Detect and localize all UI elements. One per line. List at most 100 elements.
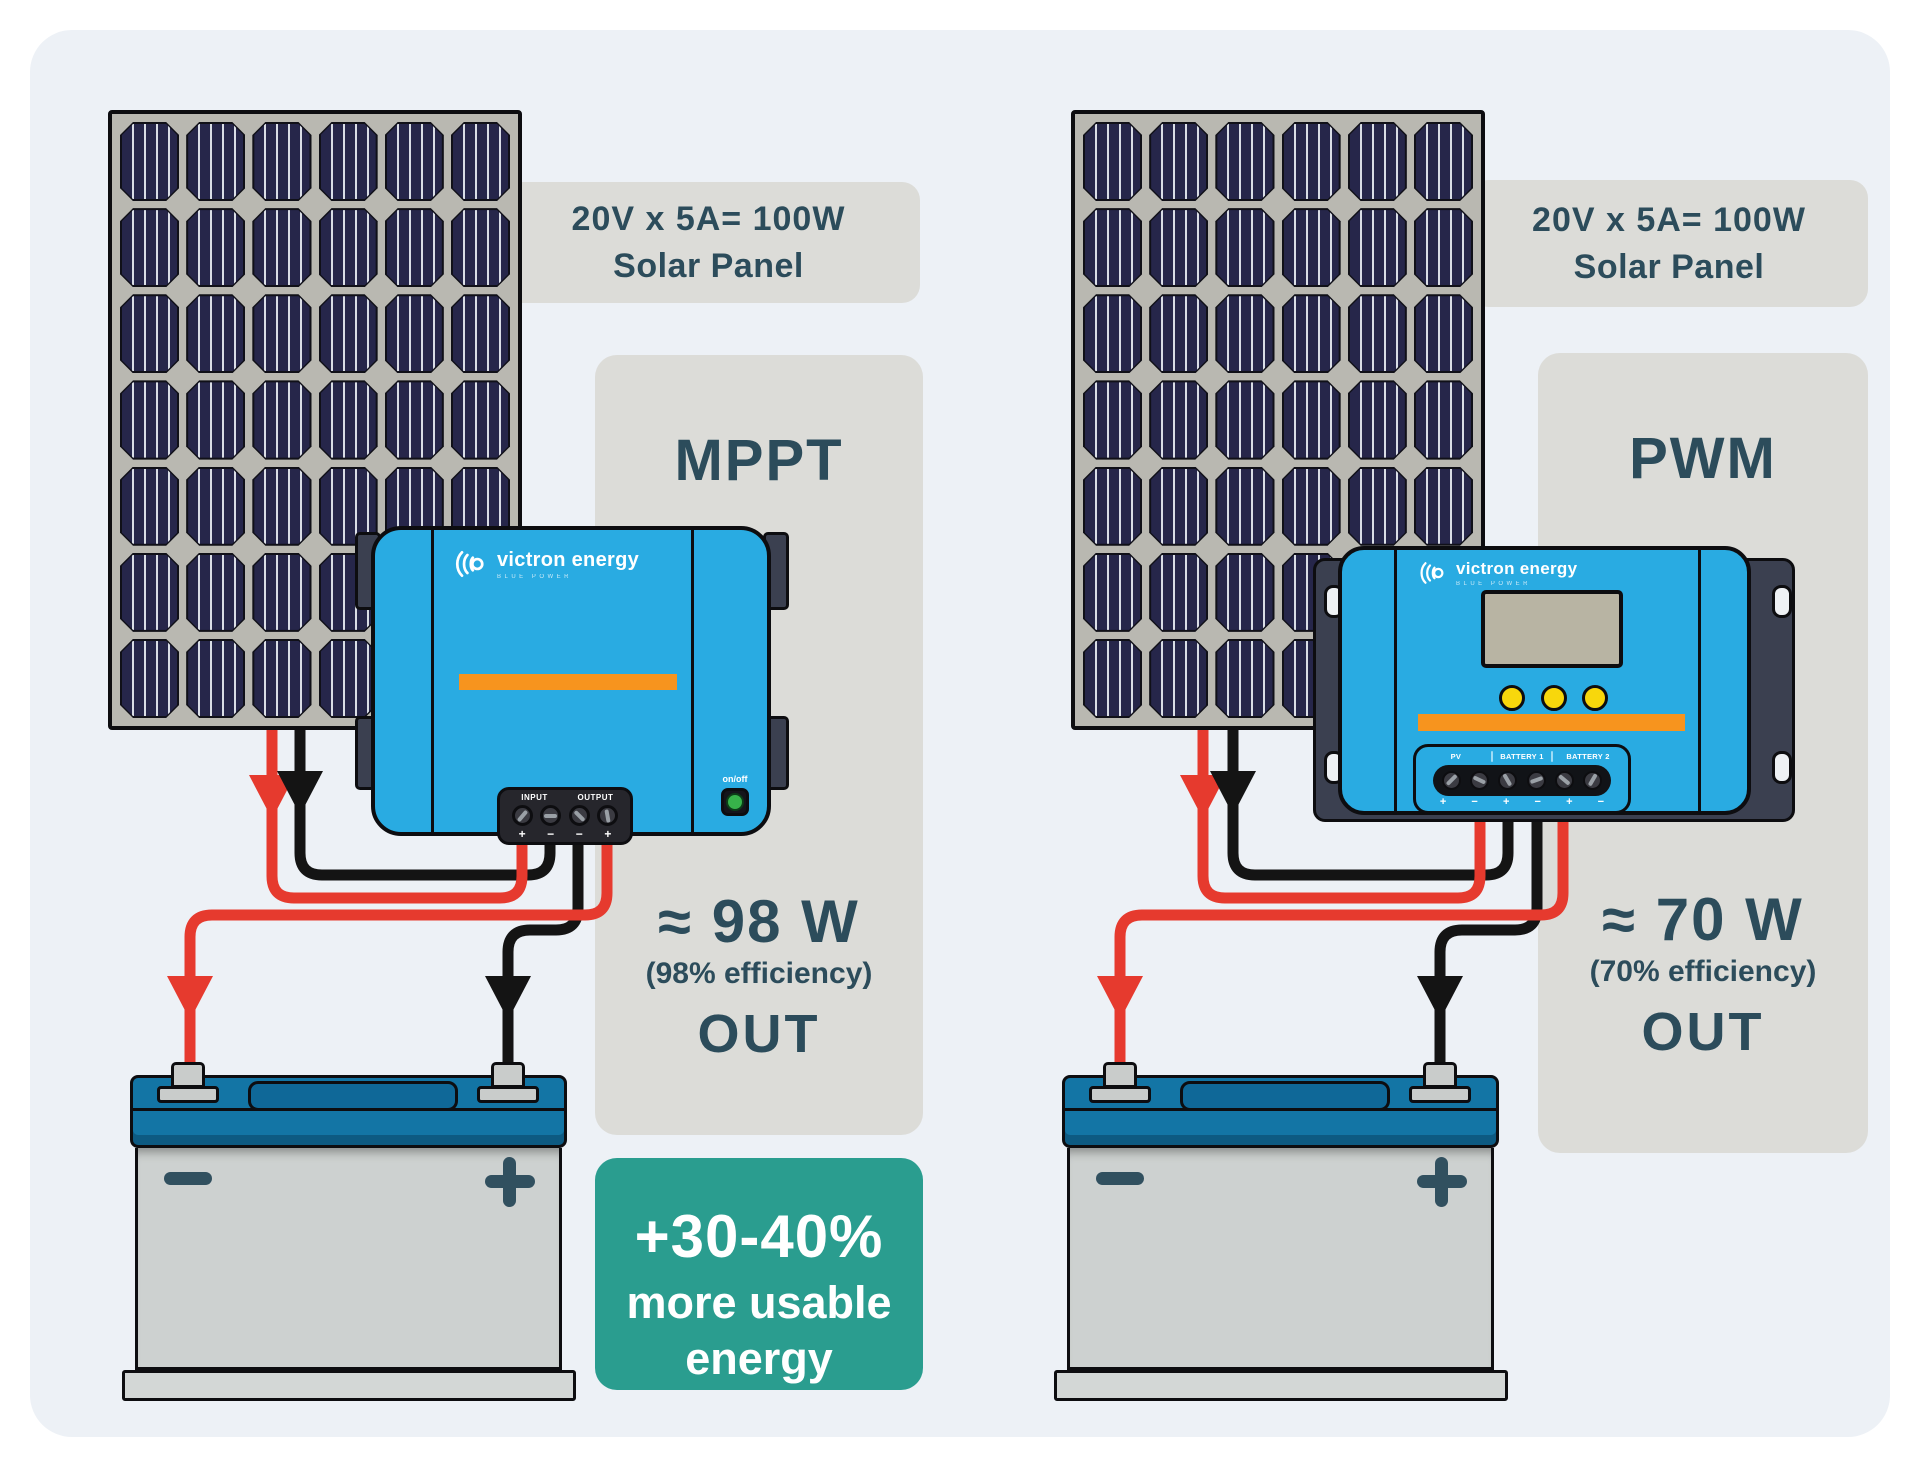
solar-cell [1083,380,1142,459]
solar-cell [1414,208,1473,287]
solar-cell [385,380,444,459]
solar-cell [1414,380,1473,459]
solar-cell [1083,122,1142,201]
terminal-screw[interactable] [597,805,619,826]
battery-handle [248,1081,458,1111]
solar-cell [451,380,510,459]
battery-body [135,1148,562,1370]
solar-cell [1414,122,1473,201]
battery-handle [1180,1081,1390,1111]
battery-base [1054,1370,1508,1401]
solar-cell [252,294,311,373]
divider [1551,751,1554,762]
solar-panel-label-right: 20V x 5A= 100W Solar Panel [1470,180,1868,307]
solar-cell [186,467,245,546]
terminal-group-label: INPUT [521,793,548,802]
brand-name: victron energy [1456,559,1578,578]
solar-cell [1149,639,1208,718]
benefit-line3: energy [685,1333,833,1384]
battery-terminal-post [1409,1062,1471,1103]
solar-cell [120,467,179,546]
solar-cell [1083,467,1142,546]
diagram-canvas: 20V x 5A= 100W Solar Panel MPPT ≈ 98 W (… [30,30,1890,1437]
solar-cell [1414,467,1473,546]
terminal-sign: − [1597,796,1605,808]
terminal-group-label: OUTPUT [577,793,614,802]
wire-negative-battery-left [502,834,584,1072]
solar-cell [451,208,510,287]
terminal-screw[interactable] [1526,770,1546,790]
efficiency-text: (70% efficiency) [1589,955,1817,988]
output-power-text: ≈ 70 W [1602,886,1804,953]
brand-name: victron energy [497,548,640,571]
plus-sign-icon [1417,1157,1467,1207]
terminal-group-label: BATTERY 1 [1500,752,1544,761]
solar-cell [252,122,311,201]
terminal-screw[interactable] [511,805,533,826]
solar-cell [252,553,311,632]
solar-cell [451,122,510,201]
power-button[interactable] [721,788,749,816]
victron-swirl-icon [1420,562,1444,584]
terminal-sign: + [1566,796,1573,808]
controller-type-title: PWM [1629,426,1777,491]
flow-arrow-icon [167,976,213,1020]
solar-cell [1282,467,1341,546]
terminal-screw[interactable] [1442,770,1462,790]
terminal-screw[interactable] [1554,770,1574,790]
flow-arrow-icon [1180,775,1226,819]
victron-logo: victron energy blue power [1418,558,1577,588]
solar-cell [1348,467,1407,546]
control-button[interactable] [1582,685,1608,711]
solar-cell [1149,122,1208,201]
terminal-screw[interactable] [1470,770,1490,790]
screw-hole [1772,585,1792,618]
solar-cell [1215,122,1274,201]
wire-positive-battery-left [184,834,613,1072]
solar-cell [385,208,444,287]
solar-cell [1348,122,1407,201]
solar-cell [1348,208,1407,287]
solar-cell [186,553,245,632]
terminal-block: INPUT OUTPUT + − − + [497,787,633,845]
flow-arrow-icon [1097,976,1143,1020]
efficiency-text: (98% efficiency) [645,957,873,990]
terminal-screw[interactable] [1498,770,1518,790]
solar-cell [1215,380,1274,459]
wire-positive-battery-right [1114,814,1569,1072]
solar-cell [186,122,245,201]
solar-cell [1348,294,1407,373]
solar-cell [120,208,179,287]
control-button[interactable] [1499,685,1525,711]
battery-terminal-post [1089,1062,1151,1103]
panel-spec-text: 20V x 5A= 100W [571,199,846,238]
solar-cell [1083,208,1142,287]
controller-type-title: MPPT [674,428,844,493]
solar-cell [252,208,311,287]
terminal-strip [1433,764,1611,796]
case-seam [691,530,694,832]
plus-sign-icon [485,1157,535,1207]
output-power-text: ≈ 98 W [658,888,860,955]
victron-swirl-icon [455,550,484,578]
solar-cell [1215,208,1274,287]
solar-cell [1215,294,1274,373]
out-label: OUT [1641,1002,1765,1062]
panel-spec-text: 20V x 5A= 100W [1532,200,1806,239]
terminal-screw[interactable] [1582,770,1602,790]
terminal-screw[interactable] [568,805,590,826]
flow-arrow-icon [1210,771,1256,815]
flow-arrow-icon [485,976,531,1020]
terminal-sign: − [575,827,583,841]
solar-cell [1215,553,1274,632]
solar-cell [186,380,245,459]
solar-cell [385,122,444,201]
terminal-screw[interactable] [540,805,562,826]
solar-cell [1083,294,1142,373]
solar-cell [1282,208,1341,287]
victron-logo: victron energy blue power [453,546,639,582]
control-button[interactable] [1541,685,1567,711]
mppt-box: MPPT ≈ 98 W (98% efficiency) OUT [595,355,923,1135]
solar-cell [120,639,179,718]
terminal-sign: − [547,827,555,841]
